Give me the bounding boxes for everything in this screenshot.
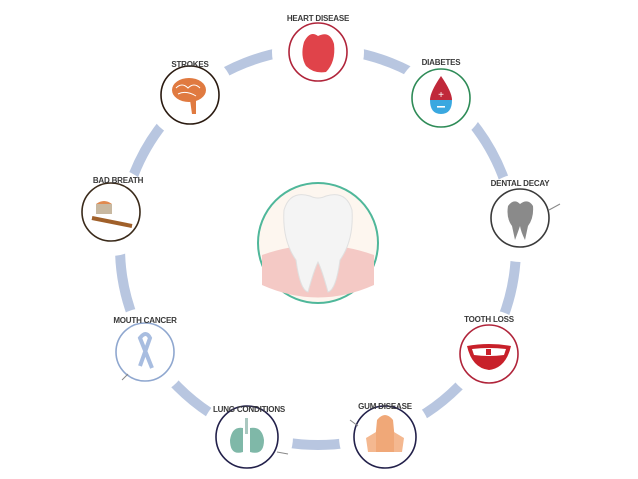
- label-mouth-cancer: MOUTH CANCER: [113, 316, 177, 325]
- mouth-cancer-node: [115, 322, 175, 382]
- heart-icon: [302, 34, 335, 73]
- label-diabetes: DIABETES: [421, 58, 461, 67]
- bad-breath-node: [81, 182, 141, 242]
- label-strokes: STROKES: [171, 60, 209, 69]
- heart-disease-node: [288, 22, 348, 82]
- ribbon-icon: [137, 332, 154, 369]
- tooth-loss-node: [459, 324, 519, 384]
- diabetes-node: +: [411, 68, 471, 128]
- svg-text:+: +: [438, 90, 444, 101]
- smile-gap-icon: [467, 344, 511, 370]
- blood-drop-icon: +: [430, 76, 452, 114]
- label-lung-conditions: LUNG CONDITIONS: [212, 405, 286, 414]
- strokes-node: [160, 65, 220, 125]
- toothbrush-icon: [91, 201, 133, 228]
- label-bad-breath: BAD BREATH: [92, 176, 144, 185]
- decayed-tooth-icon: [507, 201, 534, 240]
- label-tooth-loss: TOOTH LOSS: [464, 315, 514, 324]
- dental-decay-node: [490, 188, 561, 248]
- brain-icon: [172, 78, 206, 114]
- label-heart-disease: HEART DISEASE: [286, 14, 350, 23]
- lungs-icon: [230, 418, 264, 453]
- label-dental-decay: DENTAL DECAY: [490, 179, 550, 188]
- center-tooth-icon: [257, 182, 379, 304]
- gum-icon: [374, 415, 396, 452]
- label-gum-disease: GUM DISEASE: [358, 402, 412, 411]
- lung-conditions-node: [215, 405, 289, 469]
- gum-disease-node: [349, 405, 417, 469]
